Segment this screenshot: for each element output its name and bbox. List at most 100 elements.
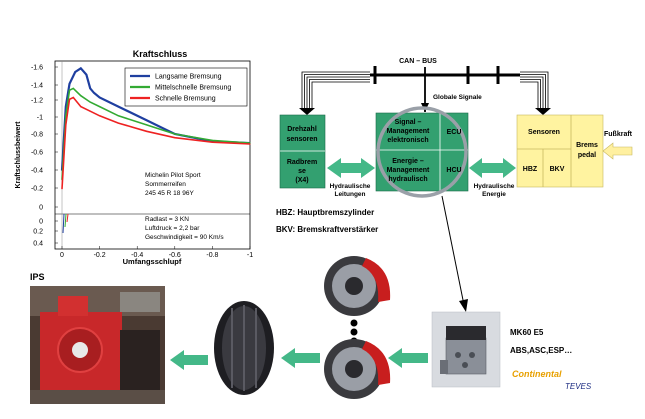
energie-line1: Energie – xyxy=(392,158,424,165)
data-point xyxy=(72,87,74,89)
bottom-row: MK60 E5 ABS,ASC,ESP… Continental TEVES xyxy=(30,256,592,404)
x-tick-label: -0.4 xyxy=(131,252,143,259)
bremspedal-line2: pedal xyxy=(578,152,596,159)
chart-annotations: Michelin Pilot Sport Sommerreifen 245 45… xyxy=(145,172,224,241)
hydraulische-energie-line1: Hydraulische xyxy=(474,183,515,190)
data-point xyxy=(93,92,95,94)
ips-test-rig-image xyxy=(30,286,165,404)
center-box: Signal – Management elektronisch ECU Ene… xyxy=(375,106,469,198)
sensoren-label: Sensoren xyxy=(528,129,560,136)
data-point xyxy=(74,71,76,73)
continental-logo: Continental TEVES xyxy=(512,369,592,391)
y-tick-label: -0.2 xyxy=(31,186,43,193)
y-tick-label: -0.6 xyxy=(31,150,43,157)
data-point xyxy=(174,133,176,135)
y-tick-label: 0 xyxy=(39,219,43,226)
data-point xyxy=(89,110,91,112)
drehzahl-line1: Drehzahl xyxy=(287,126,317,133)
y-tick-label: -0.4 xyxy=(31,168,43,175)
data-point xyxy=(117,122,119,124)
annotation-load: Radlast = 3 KN xyxy=(145,216,189,223)
chart: Kraftschluss -1.6-1.4-1.2-1-0.8-0.6-0.4-… xyxy=(15,49,253,266)
data-point xyxy=(99,115,101,117)
energie-line3: hydraulisch xyxy=(388,176,427,183)
right-bus-wires xyxy=(520,71,549,110)
left-box: Drehzahl sensoren Radbrem se (X4) xyxy=(279,114,326,189)
bremspedal-line1: Brems xyxy=(576,142,598,149)
radbremse-line1: Radbrem xyxy=(287,159,317,166)
data-point xyxy=(68,98,71,100)
right-box: Sensoren Brems pedal HBZ BKV xyxy=(516,114,604,188)
data-point xyxy=(117,115,119,117)
data-point xyxy=(211,141,213,143)
left-bus-arrow xyxy=(299,108,315,115)
data-point xyxy=(146,124,148,126)
ellipsis-dot xyxy=(350,328,358,336)
data-point xyxy=(89,101,91,103)
hcu-label: HCU xyxy=(446,167,461,174)
data-point xyxy=(146,119,148,121)
data-point xyxy=(99,96,101,99)
chart-title: Kraftschluss xyxy=(133,49,188,59)
flow-arrow-3 xyxy=(170,350,208,370)
x-tick-label: -0.6 xyxy=(169,252,181,259)
x-tick-label: -0.2 xyxy=(94,252,106,259)
radbremse-line2: se xyxy=(298,168,306,175)
x-ticks: 0-0.2-0.4-0.6-0.8-1 xyxy=(60,246,253,259)
data-point xyxy=(65,115,67,117)
fusskraft-arrow xyxy=(602,142,633,160)
data-point xyxy=(85,74,88,76)
data-point xyxy=(65,106,67,108)
brand-label: Continental xyxy=(512,369,562,379)
y-tick-label: 0.4 xyxy=(33,241,43,248)
y-tick-label: -0.8 xyxy=(31,132,43,139)
tire-image xyxy=(214,301,274,395)
ips-label: IPS xyxy=(30,272,45,282)
signal-line1: Signal – xyxy=(395,119,422,126)
y-tick-label: -1.6 xyxy=(31,65,43,72)
can-bus-label: CAN – BUS xyxy=(399,58,437,65)
series-start xyxy=(64,213,67,228)
data-point xyxy=(249,143,251,145)
hydraulische-leitungen-line2: Leitungen xyxy=(334,191,365,198)
x-axis-label: Umfangsschlupf xyxy=(123,257,182,266)
hydraulic-energy-arrow xyxy=(469,158,516,178)
hydraulische-energie-line2: Energie xyxy=(482,191,506,198)
data-point xyxy=(68,83,71,85)
legend-label: Langsame Bremsung xyxy=(155,74,222,81)
series-start xyxy=(66,213,69,223)
left-bus-wires xyxy=(301,71,370,110)
annotation-size: 245 45 R 18 96Y xyxy=(145,190,194,197)
flow-arrow-1 xyxy=(388,348,428,368)
series-start xyxy=(62,213,65,234)
series-line xyxy=(61,87,251,180)
pointer-arrow xyxy=(459,299,468,312)
x-tick-label: 0 xyxy=(60,252,64,259)
drehzahl-line2: sensoren xyxy=(286,136,317,143)
data-point xyxy=(65,124,67,126)
flow-arrow-2 xyxy=(281,348,320,368)
radbremse-line3: (X4) xyxy=(295,177,308,184)
data-point xyxy=(72,96,74,99)
globale-signale-label: Globale Signale xyxy=(433,94,482,101)
annotation-season: Sommerreifen xyxy=(145,181,186,188)
x-tick-label: -1 xyxy=(247,252,253,259)
brake-disc-bottom xyxy=(324,339,391,399)
data-point xyxy=(68,89,71,91)
pointer-line xyxy=(441,195,465,306)
data-point xyxy=(117,106,119,108)
signal-line2: Management xyxy=(387,128,430,135)
y-axis-label: Kraftschlussbeiwert xyxy=(15,121,22,189)
y-tick-label: 0.2 xyxy=(33,229,43,236)
features-label: ABS,ASC,ESP… xyxy=(510,346,572,355)
signal-line3: elektronisch xyxy=(387,137,428,144)
fusskraft-label: Fußkraft xyxy=(604,131,633,138)
hbz-label: HBZ xyxy=(523,166,538,173)
bkv-definition: BKV: Bremskraftverstärker xyxy=(276,225,378,234)
hydraulic-unit-image xyxy=(431,311,501,388)
data-point xyxy=(61,188,63,190)
right-bus-arrow xyxy=(535,108,551,115)
